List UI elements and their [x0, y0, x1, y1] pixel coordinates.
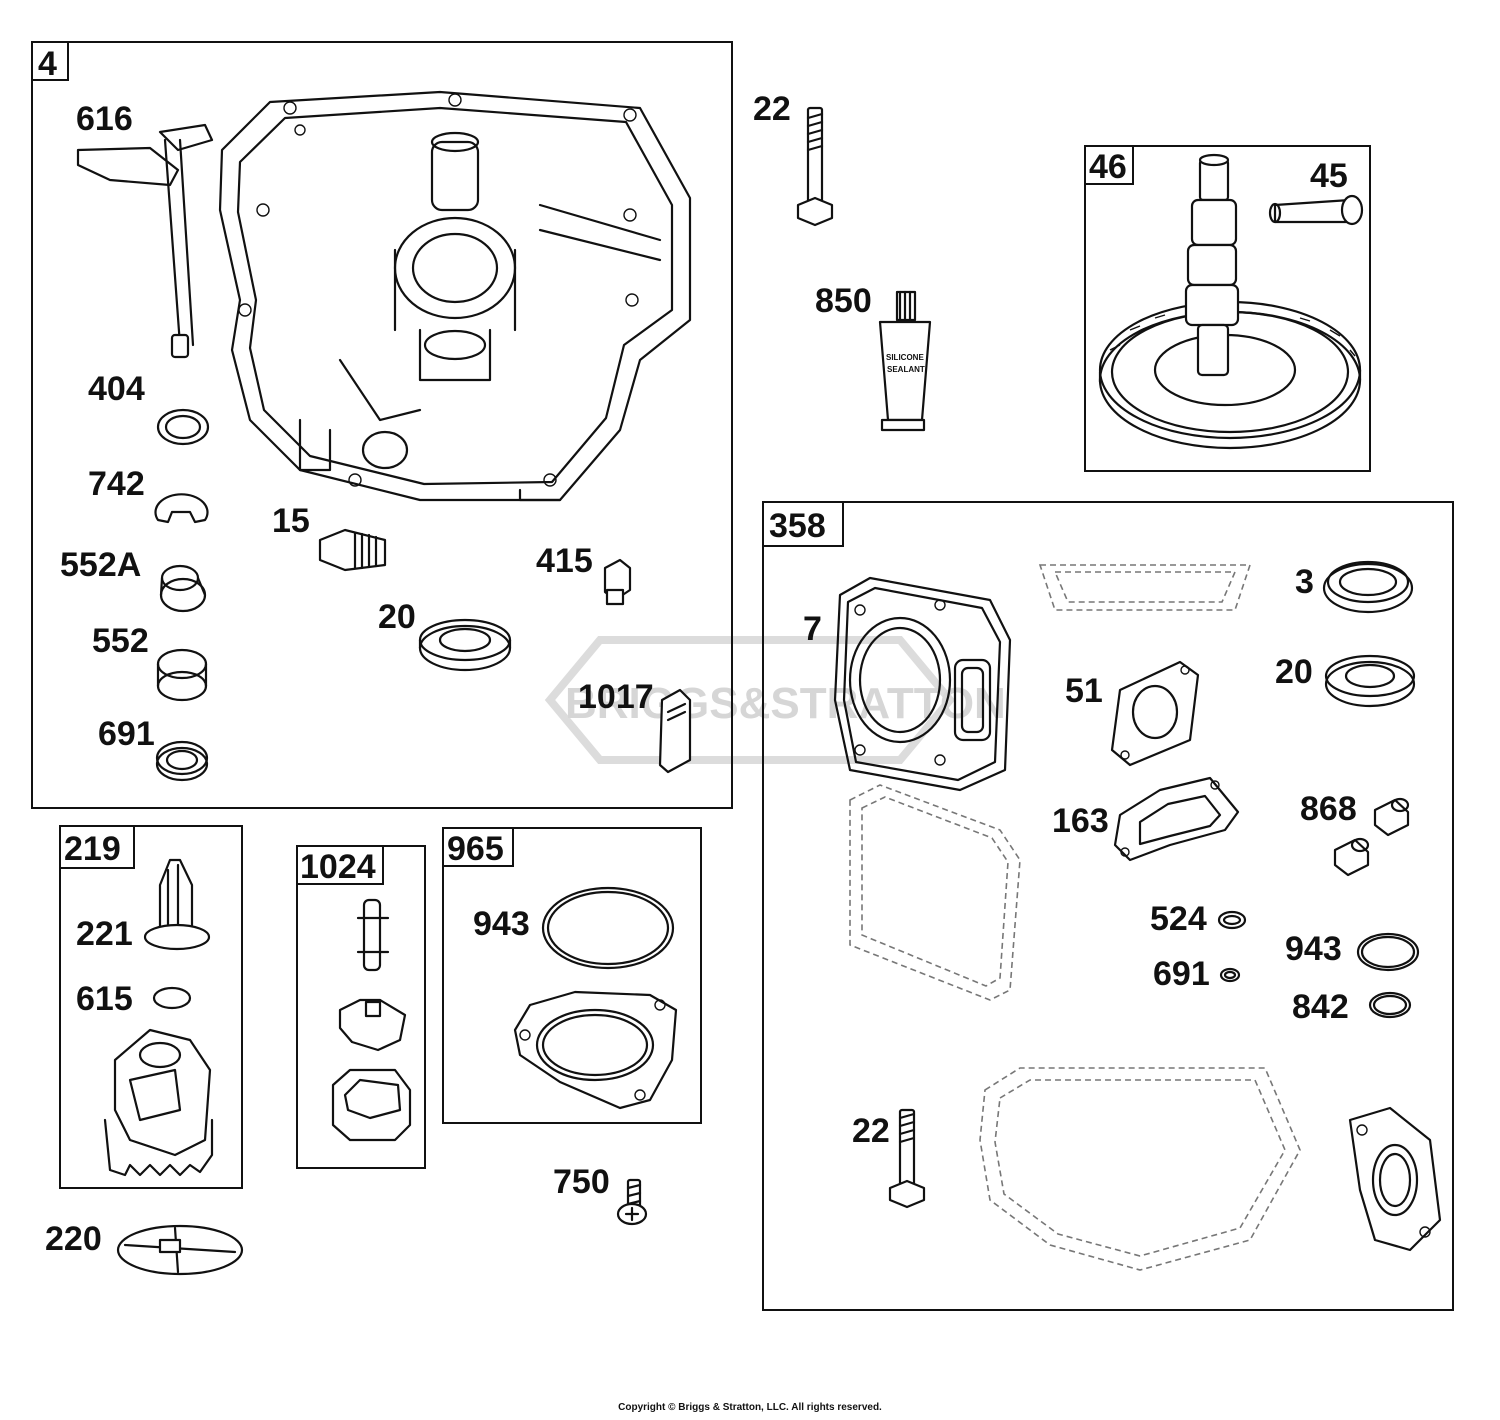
- part-label-868[interactable]: 868: [1300, 790, 1357, 828]
- part-label-45[interactable]: 45: [1310, 157, 1348, 195]
- group-46-tag: [1084, 145, 1134, 185]
- group-358-frame: [762, 501, 1454, 1311]
- gasket-163-drawing[interactable]: [1113, 776, 1240, 862]
- part-label-20-a[interactable]: 20: [378, 598, 416, 636]
- part-label-616[interactable]: 616: [76, 100, 133, 138]
- part-label-404[interactable]: 404: [88, 370, 145, 408]
- dowel-868-drawing[interactable]: [1333, 797, 1410, 877]
- part-label-163[interactable]: 163: [1052, 802, 1109, 840]
- plug-15-drawing[interactable]: [318, 528, 387, 572]
- governor-gear-drawing[interactable]: [103, 1028, 214, 1177]
- part-label-691-a[interactable]: 691: [98, 715, 155, 753]
- governor-cup-221-drawing[interactable]: [143, 858, 211, 951]
- rocker-cover-gasket-drawing[interactable]: [1038, 564, 1252, 611]
- group-4-frame: [31, 41, 733, 809]
- part-label-221[interactable]: 221: [76, 915, 133, 953]
- group-46-frame: [1084, 145, 1371, 472]
- washer-220-drawing[interactable]: [116, 1224, 244, 1276]
- e-clip-742-drawing[interactable]: [154, 493, 209, 524]
- copyright-notice: Copyright © Briggs & Stratton, LLC. All …: [618, 1402, 882, 1413]
- bolt-22-bottom-drawing[interactable]: [888, 1108, 926, 1209]
- screw-750-drawing[interactable]: [616, 1178, 648, 1226]
- crankcase-sump-drawing[interactable]: [218, 90, 692, 502]
- seal-691-drawing[interactable]: [155, 740, 209, 782]
- part-label-615[interactable]: 615: [76, 980, 133, 1018]
- oil-seal-20-b-drawing[interactable]: [1324, 654, 1416, 708]
- silicone-sealant-tube-drawing[interactable]: SILICONE SEALANT: [878, 290, 932, 432]
- sump-gasket-drawing[interactable]: [979, 1067, 1301, 1271]
- part-label-943-b[interactable]: 943: [1285, 930, 1342, 968]
- o-ring-943-b-drawing[interactable]: [1356, 932, 1420, 972]
- part-label-22-b[interactable]: 22: [852, 1112, 890, 1150]
- part-label-742[interactable]: 742: [88, 465, 145, 503]
- washer-404-drawing[interactable]: [156, 408, 210, 446]
- group-965-tag: [442, 827, 514, 867]
- part-label-7[interactable]: 7: [803, 610, 822, 648]
- retainer-615-drawing[interactable]: [152, 986, 192, 1010]
- part-label-524[interactable]: 524: [1150, 900, 1207, 938]
- part-label-1017[interactable]: 1017: [578, 678, 654, 716]
- group-4-tag: [31, 41, 69, 81]
- group-4-label: 4: [38, 45, 57, 83]
- group-965-frame: [442, 827, 702, 1124]
- head-gasket-7-drawing[interactable]: [833, 576, 1012, 792]
- group-1024-tag: [296, 845, 384, 885]
- bushing-552-drawing[interactable]: [156, 648, 208, 702]
- intake-gasket-drawing[interactable]: [1348, 1106, 1442, 1252]
- washer-524-drawing[interactable]: [1217, 910, 1247, 930]
- watermark-text: BRIGGS&STRATTON: [565, 679, 1006, 728]
- part-label-750[interactable]: 750: [553, 1163, 610, 1201]
- part-label-51[interactable]: 51: [1065, 672, 1103, 710]
- pump-cover-drawing[interactable]: [513, 990, 678, 1110]
- group-965-label: 965: [447, 830, 504, 868]
- valve-cover-gasket-drawing[interactable]: [849, 784, 1021, 1001]
- sealant-label-line2: SEALANT: [887, 365, 925, 374]
- part-1017-drawing[interactable]: [658, 688, 692, 774]
- group-358-label: 358: [769, 507, 826, 545]
- gasket-51-drawing[interactable]: [1110, 660, 1200, 767]
- part-label-850[interactable]: 850: [815, 282, 872, 320]
- part-label-842[interactable]: 842: [1292, 988, 1349, 1026]
- group-358-tag: [762, 501, 844, 547]
- group-219-label: 219: [64, 830, 121, 868]
- seal-691-b-drawing[interactable]: [1219, 967, 1241, 983]
- bushing-552a-drawing[interactable]: [159, 564, 207, 613]
- part-label-552[interactable]: 552: [92, 622, 149, 660]
- o-ring-842-drawing[interactable]: [1368, 991, 1412, 1019]
- part-label-220[interactable]: 220: [45, 1220, 102, 1258]
- group-219-frame: [59, 825, 243, 1189]
- oil-seal-20-drawing[interactable]: [418, 618, 512, 672]
- seal-3-drawing[interactable]: [1322, 560, 1414, 614]
- pin-45-drawing[interactable]: [1268, 194, 1364, 226]
- part-label-691-b[interactable]: 691: [1153, 955, 1210, 993]
- part-label-552a[interactable]: 552A: [60, 546, 141, 584]
- oil-pump-rotor-drawing[interactable]: [331, 898, 412, 1142]
- bolt-22-top-drawing[interactable]: [796, 106, 834, 227]
- group-1024-label: 1024: [300, 848, 376, 886]
- group-219-tag: [59, 825, 135, 869]
- sealant-label-line1: SILICONE: [886, 353, 924, 362]
- part-label-15[interactable]: 15: [272, 502, 310, 540]
- part-label-943-a[interactable]: 943: [473, 905, 530, 943]
- watermark-logo: BRIGGS&STRATTON: [544, 636, 1006, 764]
- part-label-3[interactable]: 3: [1295, 563, 1314, 601]
- o-ring-943-a-drawing[interactable]: [541, 886, 675, 970]
- part-label-22-a[interactable]: 22: [753, 90, 791, 128]
- group-46-label: 46: [1089, 148, 1127, 186]
- camshaft-drawing[interactable]: [1098, 153, 1362, 450]
- part-label-20-b[interactable]: 20: [1275, 653, 1313, 691]
- screw-415-drawing[interactable]: [603, 558, 632, 606]
- governor-shaft-drawing[interactable]: [76, 123, 214, 359]
- part-label-415[interactable]: 415: [536, 542, 593, 580]
